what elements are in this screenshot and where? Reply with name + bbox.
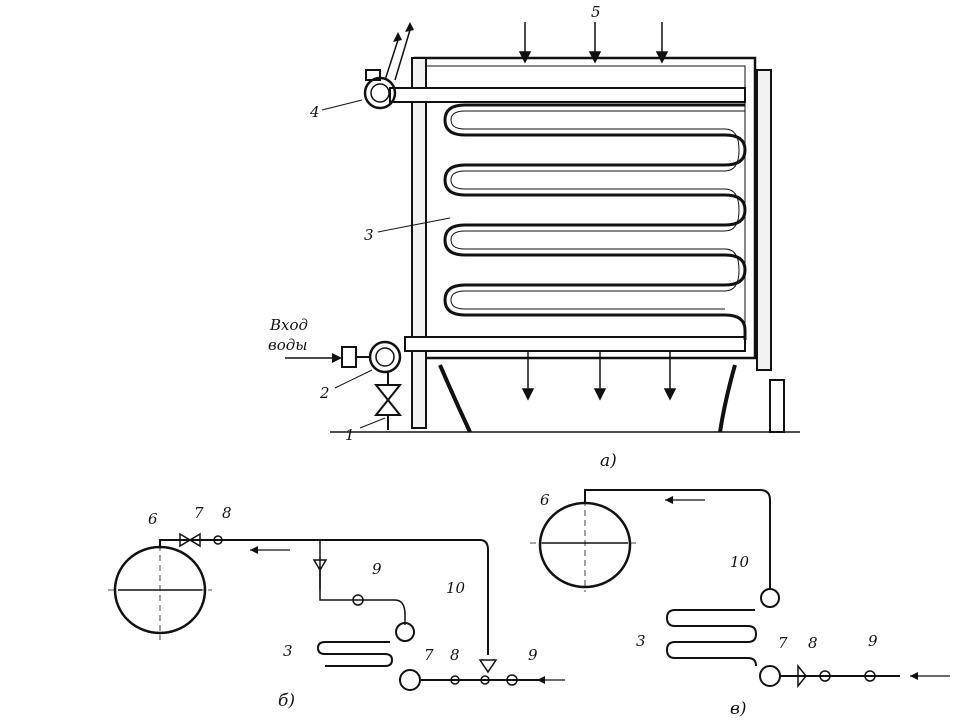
- label-v-7: 7: [778, 634, 788, 652]
- furnace-base: [438, 364, 737, 433]
- label-b-8: 8: [222, 504, 232, 522]
- label-b-6: 6: [148, 510, 158, 528]
- label-b-7: 7: [194, 504, 204, 522]
- top-header-pipe: [389, 87, 746, 103]
- bottom-header-pipe: [404, 336, 746, 352]
- left-wall: [411, 57, 427, 429]
- figure-a-leaders: [321, 99, 451, 429]
- caption-v: в): [730, 699, 747, 719]
- label-1: 1: [345, 426, 355, 444]
- serpentine-coil-inner: [450, 110, 745, 310]
- label-4: 4: [309, 103, 320, 121]
- right-support: [769, 379, 785, 433]
- caption-a: а): [600, 451, 617, 471]
- right-column: [756, 69, 772, 371]
- serpentine-coil: [443, 103, 747, 340]
- label-b-3: 3: [283, 642, 293, 660]
- figure-a: 1 2 3 4 5 Вход воды а): [268, 3, 800, 471]
- inlet-label-line1: Вход: [269, 316, 308, 334]
- label-v-9: 9: [868, 632, 878, 650]
- label-2: 2: [319, 384, 330, 402]
- label-v-8: 8: [808, 634, 818, 652]
- label-v-10: 10: [730, 553, 750, 571]
- label-5: 5: [591, 3, 601, 21]
- outlet-collector: [363, 22, 414, 110]
- label-b-8b: 8: [450, 646, 460, 664]
- bottom-flow-arrows: [521, 352, 677, 401]
- label-b-9b: 9: [528, 646, 538, 664]
- casing-inner-line: [424, 65, 746, 351]
- top-flow-arrows: [518, 22, 669, 64]
- inlet-label-line2: воды: [268, 336, 308, 354]
- label-v-3: 3: [636, 632, 646, 650]
- figure-b: 6 7 8 9 10 3 7 8 9 б): [108, 504, 565, 711]
- label-b-10: 10: [446, 579, 466, 597]
- label-b-7b: 7: [424, 646, 434, 664]
- figure-v: 6 10 3 7 8 9 в): [530, 489, 950, 719]
- label-b-9: 9: [372, 560, 382, 578]
- label-v-6: 6: [540, 491, 550, 509]
- label-3: 3: [364, 226, 374, 244]
- caption-b: б): [278, 691, 295, 711]
